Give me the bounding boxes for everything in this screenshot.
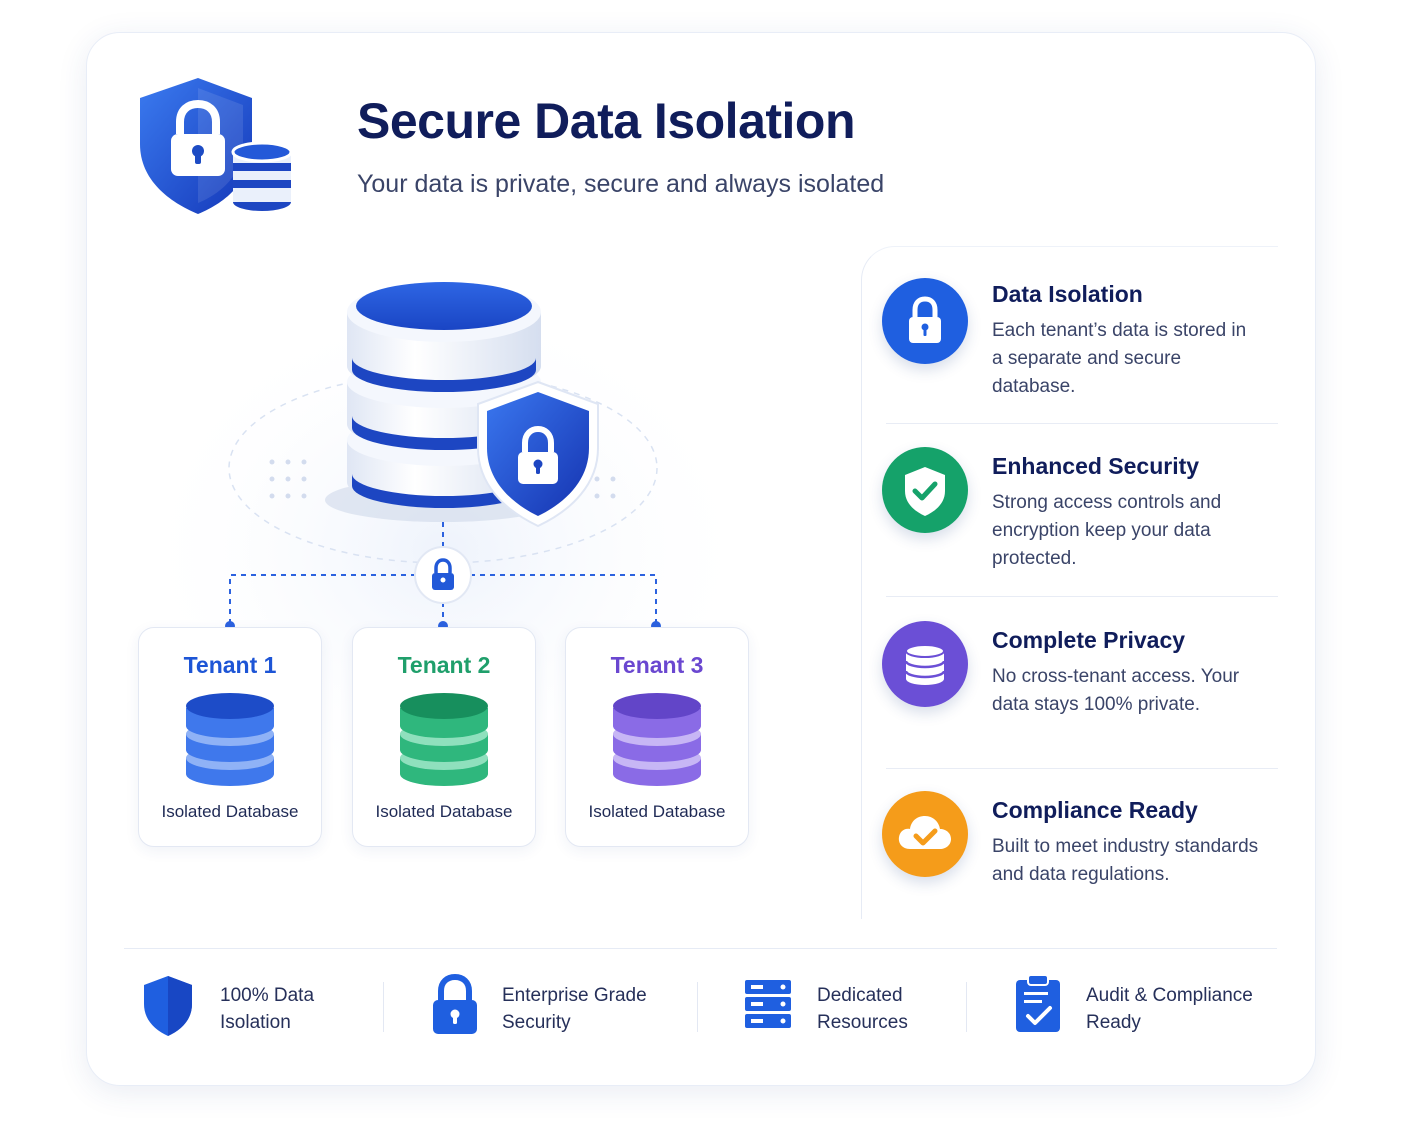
shield-lock-database-icon <box>140 78 293 214</box>
badge-line-2: Isolation <box>220 1012 291 1033</box>
feature-compliance-ready: Compliance Ready Built to meet industry … <box>862 767 1278 939</box>
badge-line-2: Resources <box>817 1012 908 1033</box>
database-icon <box>400 693 488 786</box>
divider <box>886 596 1278 597</box>
tenant-name: Tenant 1 <box>183 652 277 678</box>
lock-icon <box>433 974 477 1034</box>
tenant-card-3[interactable]: Tenant 3 Isolated Database <box>565 627 749 847</box>
tenant-name: Tenant 3 <box>610 652 704 678</box>
badge-line-1: 100% Data <box>220 985 315 1006</box>
badge-line-1: Audit & Compliance <box>1086 985 1253 1006</box>
feature-title: Compliance Ready <box>992 797 1198 823</box>
page-subtitle: Your data is private, secure and always … <box>357 170 885 198</box>
tenant-label: Isolated Database <box>161 802 299 821</box>
connector-lock-icon <box>414 546 472 604</box>
tenant-label: Isolated Database <box>375 802 513 821</box>
tenant-card-2[interactable]: Tenant 2 Isolated Database <box>352 627 536 847</box>
footer-separator <box>383 982 384 1032</box>
feature-title: Complete Privacy <box>992 627 1186 653</box>
footer-separator <box>966 982 967 1032</box>
tenant-name: Tenant 2 <box>397 652 491 678</box>
badge-label: 100% Data Isolation <box>220 982 314 1036</box>
feature-description: Built to meet industry standards and dat… <box>992 836 1259 885</box>
feature-description: Each tenant’s data is stored in a separa… <box>992 320 1247 397</box>
feature-enhanced-security: Enhanced Security Strong access controls… <box>862 421 1278 593</box>
badge-line-2: Ready <box>1086 1012 1141 1033</box>
page-title: Secure Data Isolation <box>357 93 856 149</box>
feature-title: Enhanced Security <box>992 453 1200 479</box>
badge-label: Dedicated Resources <box>817 982 908 1036</box>
server-icon <box>745 980 791 1028</box>
database-icon <box>613 693 701 786</box>
badge-line-1: Enterprise Grade <box>502 985 647 1006</box>
lock-icon <box>882 278 968 364</box>
feature-complete-privacy: Complete Privacy No cross-tenant access.… <box>862 595 1278 767</box>
tenant-card-1[interactable]: Tenant 1 Isolated Database <box>138 627 322 847</box>
badge-line-2: Security <box>502 1012 571 1033</box>
database-icon <box>186 693 274 786</box>
features-panel: Data Isolation Each tenant’s data is sto… <box>861 246 1278 919</box>
divider <box>886 423 1278 424</box>
central-shield-lock-icon <box>477 380 599 528</box>
clipboard-check-icon <box>1016 974 1060 1032</box>
feature-data-isolation: Data Isolation Each tenant’s data is sto… <box>862 247 1278 419</box>
divider <box>886 768 1278 769</box>
badge-label: Audit & Compliance Ready <box>1086 982 1253 1036</box>
database-icon <box>882 621 968 707</box>
footer-separator <box>697 982 698 1032</box>
shield-icon <box>144 976 192 1036</box>
feature-title: Data Isolation <box>992 281 1143 307</box>
tenant-label: Isolated Database <box>588 802 726 821</box>
dot-grid-left <box>269 459 307 499</box>
feature-description: Strong access controls and encryption ke… <box>992 492 1222 569</box>
badge-line-1: Dedicated <box>817 985 903 1006</box>
feature-description: No cross-tenant access. Your data stays … <box>992 666 1240 715</box>
badge-label: Enterprise Grade Security <box>502 982 647 1036</box>
footer-divider <box>124 948 1277 949</box>
cloud-check-icon <box>882 791 968 877</box>
shield-check-icon <box>882 447 968 533</box>
dot-grid-right <box>594 476 616 499</box>
